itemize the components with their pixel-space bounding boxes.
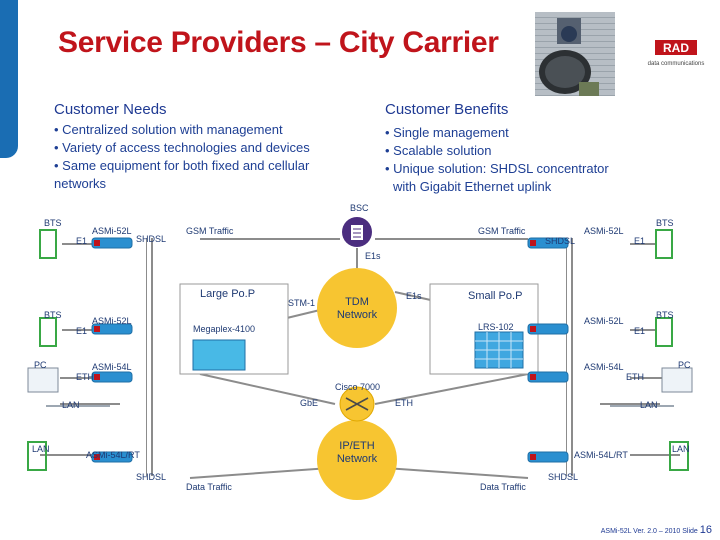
shdsl-trunk-right-2 bbox=[571, 238, 574, 476]
cisco-label: Cisco 7000 bbox=[335, 382, 381, 392]
eth-label: ETH bbox=[626, 372, 644, 382]
bts-label: BTS bbox=[656, 218, 674, 228]
data-traffic-left-label: Data Traffic bbox=[186, 482, 232, 492]
bsc-label: BSC bbox=[350, 203, 369, 213]
slide-title: Service Providers – City Carrier bbox=[58, 26, 499, 59]
bts-tower-icon bbox=[655, 229, 673, 259]
e1s-right-label: E1s bbox=[406, 291, 422, 301]
e1-label: E1 bbox=[76, 236, 88, 246]
asmi52l-label: ASMi-52L bbox=[584, 226, 624, 236]
shdsl-trunk-right bbox=[566, 238, 569, 476]
e1s-top-label: E1s bbox=[365, 251, 381, 261]
customer-benefits-list: • Single management • Scalable solution … bbox=[385, 124, 609, 196]
small-pop-label: Small Po.P bbox=[468, 290, 523, 302]
bts-label: BTS bbox=[44, 310, 62, 320]
benefits-item: • Scalable solution bbox=[385, 143, 492, 158]
lan-label: LAN bbox=[62, 400, 80, 410]
e1-label: E1 bbox=[76, 326, 88, 336]
ip-eth-network-label: IP/ETH Network bbox=[336, 440, 378, 465]
bts-label: BTS bbox=[44, 218, 62, 228]
needs-item: • Centralized solution with management bbox=[54, 122, 283, 137]
megaplex-label: Megaplex-4100 bbox=[193, 324, 256, 334]
antenna-photo bbox=[535, 12, 615, 96]
asmi52l-label: ASMi-52L bbox=[584, 316, 624, 326]
shdsl-label: SHDSL bbox=[136, 234, 167, 244]
lan-label: LAN bbox=[640, 400, 658, 410]
gbe-label: GbE bbox=[300, 398, 319, 408]
pc-label: PC bbox=[678, 360, 691, 370]
pc-icon bbox=[661, 367, 693, 393]
lan-icon bbox=[27, 441, 47, 471]
asmi52l-label: ASMi-52L bbox=[92, 226, 132, 236]
pc-icon bbox=[27, 367, 59, 393]
shdsl-label: SHDSL bbox=[545, 236, 576, 246]
eth-center-label: ETH bbox=[395, 398, 413, 408]
data-link-right bbox=[384, 467, 529, 479]
stm1-label: STM-1 bbox=[288, 298, 315, 308]
bts-label: BTS bbox=[656, 310, 674, 320]
lrs-label: LRS-102 bbox=[478, 322, 514, 332]
e1-label: E1 bbox=[634, 236, 646, 246]
bts-tower-icon bbox=[655, 317, 673, 347]
lan-label: LAN bbox=[672, 444, 690, 454]
needs-item: • Variety of access technologies and dev… bbox=[54, 140, 310, 155]
asmi54lrt-label: ASMi-54L/RT bbox=[574, 450, 628, 460]
benefits-item: • Unique solution: SHDSL concentrator bbox=[385, 161, 609, 176]
slide-footer: ASMi-52L Ver. 2.0 – 2010 Slide 16 bbox=[601, 524, 712, 536]
megaplex-device bbox=[192, 339, 246, 371]
asmi54l-label: ASMi-54L bbox=[92, 362, 132, 372]
customer-needs-list: • Centralized solution with management •… bbox=[54, 121, 310, 193]
eth-link-center bbox=[374, 373, 529, 405]
asmi52l-label: ASMi-52L bbox=[92, 316, 132, 326]
lan-icon bbox=[669, 441, 689, 471]
shdsl-trunk-left bbox=[146, 238, 149, 476]
eth-label: ETH bbox=[76, 372, 94, 382]
bts-tower-icon bbox=[39, 229, 57, 259]
asmi54lrt-label: ASMi-54L/RT bbox=[86, 450, 140, 460]
large-pop-label: Large Po.P bbox=[200, 288, 256, 300]
logo-subtitle: data communications bbox=[648, 61, 705, 67]
rad-logo: RAD data communications bbox=[634, 38, 716, 72]
needs-item: networks bbox=[54, 176, 107, 191]
benefits-item: • Single management bbox=[385, 125, 509, 140]
e1-label: E1 bbox=[634, 326, 646, 336]
tdm-network-cloud bbox=[317, 268, 397, 348]
shdsl-label: SHDSL bbox=[548, 472, 579, 482]
logo-text: RAD bbox=[663, 41, 689, 55]
gsm-traffic-left-label: GSM Traffic bbox=[186, 226, 234, 236]
data-traffic-right-label: Data Traffic bbox=[480, 482, 526, 492]
benefits-item: with Gigabit Ethernet uplink bbox=[393, 179, 552, 194]
pc-label: PC bbox=[34, 360, 47, 370]
asmi54l-label: ASMi-54L bbox=[584, 362, 624, 372]
shdsl-label: SHDSL bbox=[136, 472, 167, 482]
customer-benefits-heading: Customer Benefits bbox=[385, 101, 509, 118]
ip-eth-network-cloud bbox=[317, 420, 397, 500]
tdm-network-label: TDM Network bbox=[336, 296, 378, 321]
customer-needs-heading: Customer Needs bbox=[54, 101, 167, 118]
lan-label: LAN bbox=[32, 444, 50, 454]
needs-item: • Same equipment for both fixed and cell… bbox=[54, 158, 310, 173]
gsm-traffic-right-label: GSM Traffic bbox=[478, 226, 526, 236]
page-number: 16 bbox=[699, 524, 712, 536]
data-link-left bbox=[189, 467, 331, 479]
bts-tower-icon bbox=[39, 317, 57, 347]
shdsl-trunk-left-2 bbox=[151, 238, 154, 476]
left-accent-bar bbox=[0, 0, 18, 158]
footer-text: ASMi-52L Ver. 2.0 – 2010 Slide bbox=[600, 528, 698, 535]
gbe-link bbox=[199, 373, 336, 405]
